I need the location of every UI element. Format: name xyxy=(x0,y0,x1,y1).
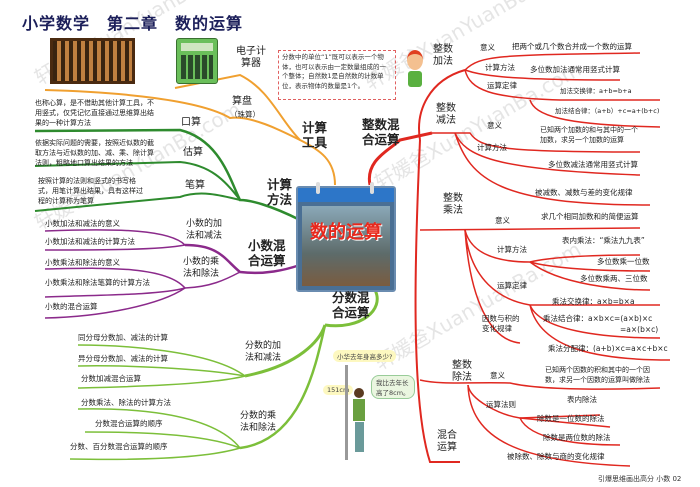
div-change-rule: 被除数、除数与商的变化规律 xyxy=(507,452,605,461)
div-rule-1: 表内除法 xyxy=(567,395,597,404)
height-label: 151cm xyxy=(323,385,354,395)
add-laws: 运算定律 xyxy=(487,81,517,90)
node-abacus-sub: （珠算） xyxy=(230,110,260,119)
answer-bubble: 我比去年长高了8cm。 xyxy=(371,375,415,399)
div-rule-2: 除数是一位数的除法 xyxy=(537,414,605,423)
node-estimate: 估算 xyxy=(183,147,203,158)
fraction-item: 分数乘法、除法的计算方法 xyxy=(81,398,171,407)
node-decimal-mixed: 小数混合运算 xyxy=(248,238,286,268)
node-electronic-calculator: 电子计算器 xyxy=(236,46,266,69)
mul-meaning-text: 求几个相同加数和的简便运算 xyxy=(541,212,639,221)
node-fraction-mixed: 分数混合运算 xyxy=(332,290,370,320)
add-law-associative: 加法结合律：（a+b）+c=a+(b+c) xyxy=(555,107,660,115)
decimal-item: 小数加法和减法的意义 xyxy=(45,219,120,228)
mul-law-associative-2: =a×(b×c) xyxy=(620,325,659,334)
add-law-commutative: 加法交换律：a+b=b+a xyxy=(560,87,632,95)
decimal-branches xyxy=(44,229,301,319)
node-integer-div: 整数除法 xyxy=(452,360,472,383)
boy-illustration xyxy=(352,388,366,458)
node-oral: 口算 xyxy=(181,117,201,128)
mul-law-associative: 乘法结合律：a×b×c=(a×b)×c xyxy=(543,314,653,323)
mul-meaning: 意义 xyxy=(495,216,510,225)
mul-law-commutative: 乘法交换律：a×b=b×a xyxy=(552,297,635,306)
mul-method: 计算方法 xyxy=(497,245,527,254)
fraction-item: 同分母分数加、减法的计算 xyxy=(78,333,168,342)
mul-method-1: 表内乘法：“乘法九九表” xyxy=(562,236,645,245)
decimal-item: 小数加法和减法的计算方法 xyxy=(45,237,135,246)
sub-meaning: 意义 xyxy=(487,121,502,130)
central-topic: 数的运算 xyxy=(296,182,396,292)
mul-law-distributive: 乘法分配律：(a+b)×c=a×c+b×c xyxy=(548,344,668,353)
node-integer-add: 整数加法 xyxy=(433,44,453,67)
girl-illustration xyxy=(402,50,428,94)
fraction-item: 异分母分数加、减法的计算 xyxy=(78,354,168,363)
decimal-item: 小数的混合运算 xyxy=(45,302,98,311)
fraction-item: 分数加减混合运算 xyxy=(81,374,141,383)
sub-method-text: 多位数减法通常用竖式计算 xyxy=(548,160,638,169)
question-bubble: 小华去年身高多少? xyxy=(333,350,397,362)
page-title: 小学数学 第二章 数的运算 xyxy=(22,14,244,33)
methods-branches xyxy=(34,128,301,222)
decimal-item: 小数乘法和除法笔算的计算方法 xyxy=(45,278,150,287)
node-calc-tools: 计算工具 xyxy=(302,120,328,150)
node-integer-mixed-ops: 混合运算 xyxy=(437,430,457,453)
tools-branches xyxy=(44,73,336,186)
div-rules: 运算法则 xyxy=(486,400,516,409)
oral-desc: 也称心算，是不借助其他计算工具，不用竖式，仅凭记忆直接通过思维算出结果的一种计算… xyxy=(35,99,154,127)
fraction-item: 分数混合运算的顺序 xyxy=(95,419,163,428)
sub-method: 计算方法 xyxy=(477,143,507,152)
div-rule-3: 除数是两位数的除法 xyxy=(543,433,611,442)
add-method: 计算方法 xyxy=(485,63,515,72)
div-meaning-text: 已知两个因数的积和其中的一个因数，求另一个因数的运算叫做除法 xyxy=(545,366,650,384)
node-fraction-mul-div: 分数的乘法和除法 xyxy=(240,411,277,433)
integer-branches xyxy=(367,52,671,467)
unit-one-note: 分数中的单位“1”既可以表示一个物体，也可以表示由一定数量组成的一个整体；自然数… xyxy=(278,50,396,100)
estimate-desc: 依据实际问题的需要，按照近似数的截取方法与近似数的加、减、乘、除计算法则，粗略地… xyxy=(35,139,154,167)
mul-method-3: 多位数乘两、三位数 xyxy=(580,274,648,283)
height-measure-illustration xyxy=(345,365,348,460)
node-written: 笔算 xyxy=(185,180,205,191)
decimal-item: 小数乘法和除法的意义 xyxy=(45,258,120,267)
node-decimal-add-sub: 小数的加法和减法 xyxy=(186,219,223,241)
abacus-image xyxy=(50,38,135,84)
central-topic-label: 数的运算 xyxy=(310,222,382,243)
node-integer-sub: 整数减法 xyxy=(436,103,456,126)
fraction-branches xyxy=(69,278,391,461)
node-calc-methods: 计算方法 xyxy=(267,177,293,207)
add-meaning: 意义 xyxy=(480,43,495,52)
node-fraction-add-sub: 分数的加法和减法 xyxy=(245,341,282,363)
sub-rule: 被减数、减数与差的变化规律 xyxy=(535,188,633,197)
calculator-image xyxy=(176,38,218,84)
mul-factor-rule: 因数与积的变化规律 xyxy=(482,314,520,333)
add-method-text: 多位数加法通常用竖式计算 xyxy=(530,65,620,74)
div-meaning: 意义 xyxy=(490,371,505,380)
add-meaning-text: 把两个或几个数合并成一个数的运算 xyxy=(512,42,632,51)
node-integer-mixed: 整数混合运算 xyxy=(362,117,400,147)
sub-meaning-text: 已知两个加数的和与其中的一个加数，求另一个加数的运算 xyxy=(540,126,638,144)
node-integer-mul: 整数乘法 xyxy=(443,193,463,216)
written-desc: 按照计算的法则和竖式的书写格式，用笔计算出结果，具有这样过程的计算称为笔算 xyxy=(38,177,143,205)
page-footer: 引爆思维画出高分 小数 02 xyxy=(598,475,682,483)
fraction-item: 分数、百分数混合运算的顺序 xyxy=(70,442,168,451)
mul-method-2: 多位数乘一位数 xyxy=(597,257,650,266)
mul-laws: 运算定律 xyxy=(497,281,527,290)
node-decimal-mul-div: 小数的乘法和除法 xyxy=(183,257,220,279)
node-abacus: 算盘 xyxy=(232,96,252,107)
